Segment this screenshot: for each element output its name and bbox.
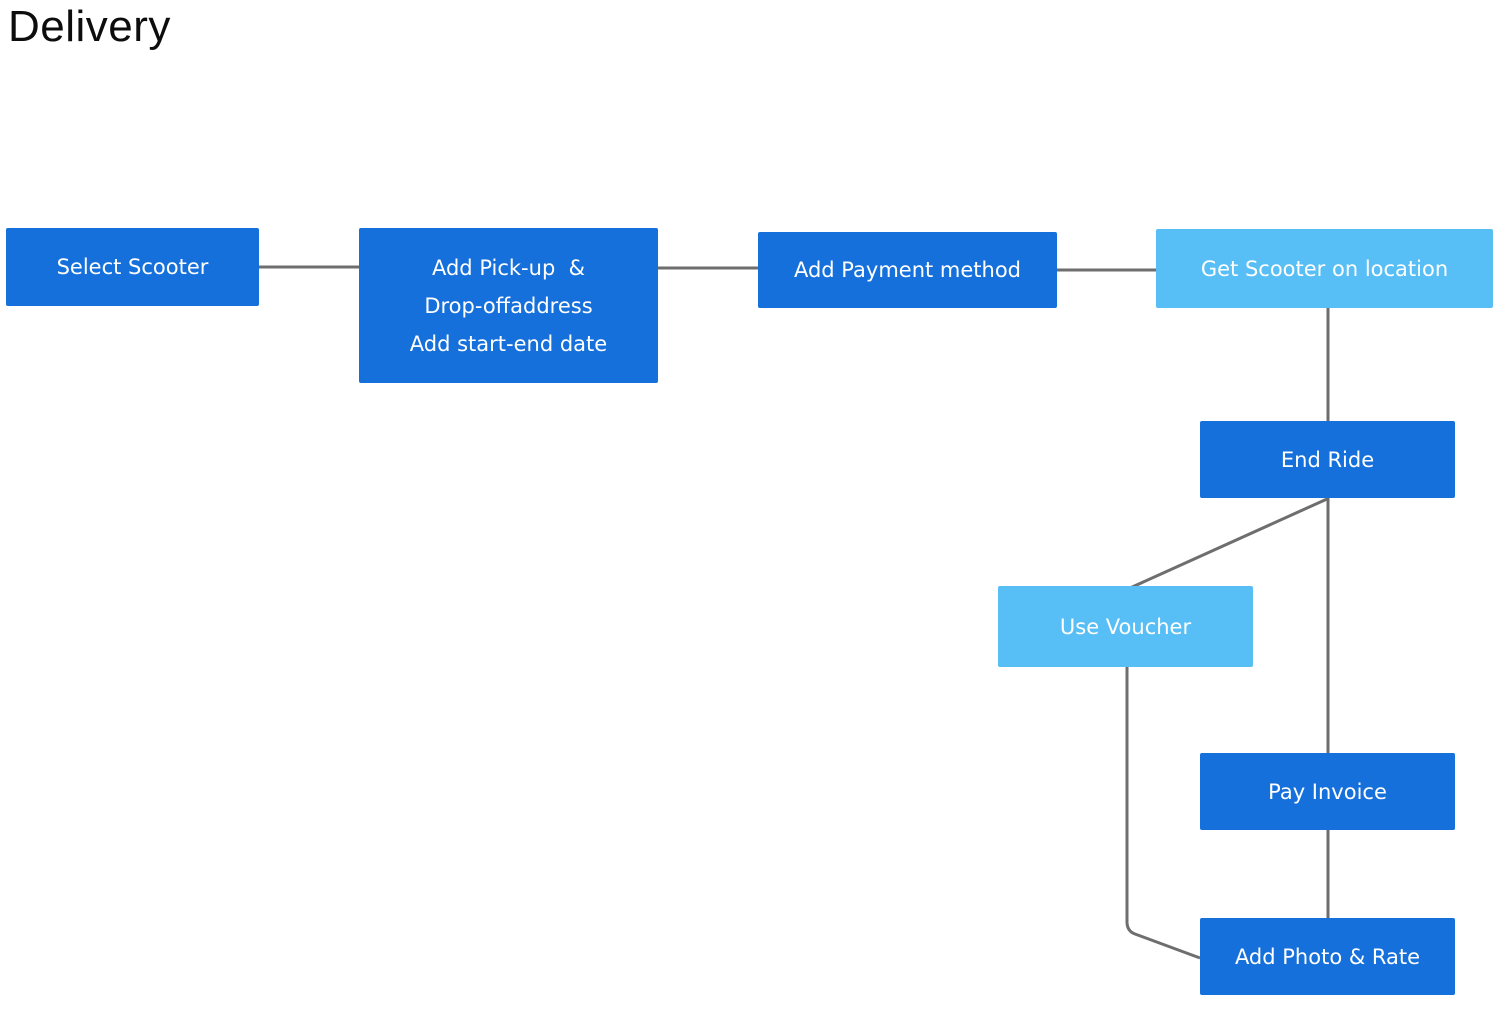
node-label-line: Drop-offaddress xyxy=(424,293,593,318)
node-label: Get Scooter on location xyxy=(1200,256,1449,281)
node-label: Pay Invoice xyxy=(1268,779,1387,804)
edge-end-ride-to-use-voucher xyxy=(1129,497,1328,590)
node-label: Use Voucher xyxy=(1059,614,1192,639)
node-add-payment-method[interactable]: Add Payment method xyxy=(758,232,1057,308)
node-label-line: Add start-end date xyxy=(409,331,608,356)
node-select-scooter[interactable]: Select Scooter xyxy=(6,228,259,306)
node-add-pickup-dropoff[interactable]: Add Pick-up & Drop-offaddress Add start-… xyxy=(359,228,658,383)
node-label: Add Photo & Rate xyxy=(1234,944,1421,969)
node-label: End Ride xyxy=(1280,447,1375,472)
node-add-photo-rate[interactable]: Add Photo & Rate xyxy=(1200,918,1455,995)
node-label: Add Payment method xyxy=(793,258,1022,282)
node-label: Select Scooter xyxy=(56,255,209,279)
node-label-line: Add Pick-up & xyxy=(431,255,586,280)
node-pay-invoice[interactable]: Pay Invoice xyxy=(1200,753,1455,830)
node-end-ride[interactable]: End Ride xyxy=(1200,421,1455,498)
edge-use-voucher-to-add-photo-rate xyxy=(1125,667,1201,960)
page-title: Delivery xyxy=(8,2,171,51)
node-get-scooter-on-location[interactable]: Get Scooter on location xyxy=(1156,229,1493,308)
node-use-voucher[interactable]: Use Voucher xyxy=(998,586,1253,667)
